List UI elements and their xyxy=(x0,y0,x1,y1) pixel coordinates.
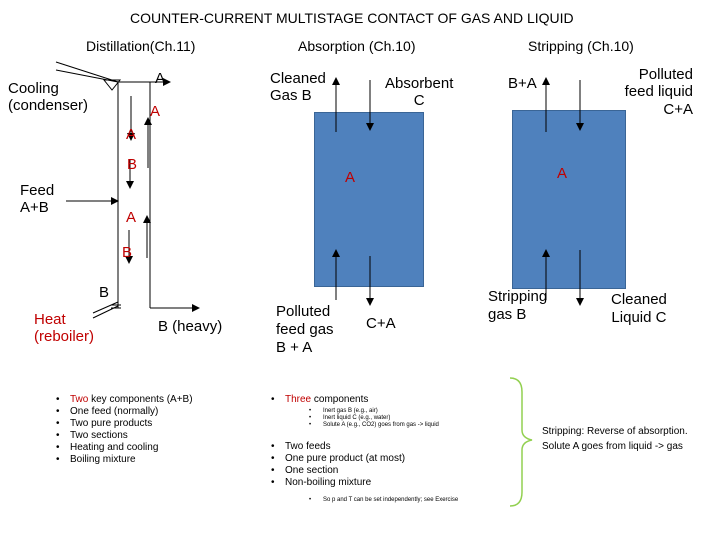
feed-label: Feed A+B xyxy=(20,182,55,217)
sub-note-item: So p and T can be set independently; see… xyxy=(309,497,458,504)
stripping-mid-A: A xyxy=(557,165,568,182)
stripping-top-out: B+A xyxy=(508,75,537,92)
stripping-header: Stripping (Ch.10) xyxy=(528,38,634,54)
reflux-A: A xyxy=(150,103,161,120)
stripping-note: Stripping: Reverse of absorption. Solute… xyxy=(542,426,688,452)
note-item: Non-boiling mixture xyxy=(271,477,405,489)
distillation-notes: Two key components (A+B) One feed (norma… xyxy=(56,394,193,466)
absorption-header: Absorption (Ch.10) xyxy=(298,38,416,54)
absorbent-label: Absorbent C xyxy=(385,75,454,110)
absorption-mid-A: A xyxy=(345,169,356,186)
sub-note-item: Solute A (e.g., CO2) goes from gas -> li… xyxy=(309,422,439,429)
absorption-column xyxy=(314,112,424,287)
heat-label: Heat (reboiler) xyxy=(34,311,95,346)
note-item: Two feeds xyxy=(271,441,405,453)
distillation-header: Distillation(Ch.11) xyxy=(86,38,196,54)
note-item: Three components xyxy=(271,394,368,406)
note-item: Two pure products xyxy=(56,418,193,430)
liquid-B: B xyxy=(127,156,138,173)
note-item: One pure product (at most) xyxy=(271,453,405,465)
stripping-gas-label: Stripping gas B xyxy=(488,288,548,323)
note-item: Boiling mixture xyxy=(56,454,193,466)
distillation-lines xyxy=(55,61,200,319)
top-product-A: A xyxy=(155,70,166,87)
brace xyxy=(509,377,533,507)
stripping-column xyxy=(512,110,626,289)
liquid-B-lower: B xyxy=(122,244,133,261)
cleaned-liquid-label: Cleaned Liquid C xyxy=(611,291,667,326)
vapor-A-lower: A xyxy=(126,209,137,226)
bottom-product-label: B (heavy) xyxy=(158,318,223,335)
page-title: COUNTER-CURRENT MULTISTAGE CONTACT OF GA… xyxy=(130,10,574,26)
vapor-A: A xyxy=(126,126,137,143)
cleaned-gas-label: Cleaned Gas B xyxy=(270,70,326,105)
stripping-lines xyxy=(542,77,584,306)
sub-note-item: Inert gas B (e.g., air) xyxy=(309,408,439,415)
polluted-liquid-label: Polluted feed liquid C+A xyxy=(624,66,693,118)
polluted-gas-label: Polluted feed gas B + A xyxy=(276,303,334,356)
cooling-label: Cooling (condenser) xyxy=(8,80,89,115)
note-item: Heating and cooling xyxy=(56,442,193,454)
absorption-bottom-out: C+A xyxy=(366,315,396,332)
note-item: Two sections xyxy=(56,430,193,442)
note-item: Two key components (A+B) xyxy=(56,394,193,406)
note-item: One feed (normally) xyxy=(56,406,193,418)
bottom-B: B xyxy=(99,284,110,301)
note-item: One section xyxy=(271,465,405,477)
sub-note-item: Inert liquid C (e.g., water) xyxy=(309,415,439,422)
absorption-lines xyxy=(332,77,374,306)
